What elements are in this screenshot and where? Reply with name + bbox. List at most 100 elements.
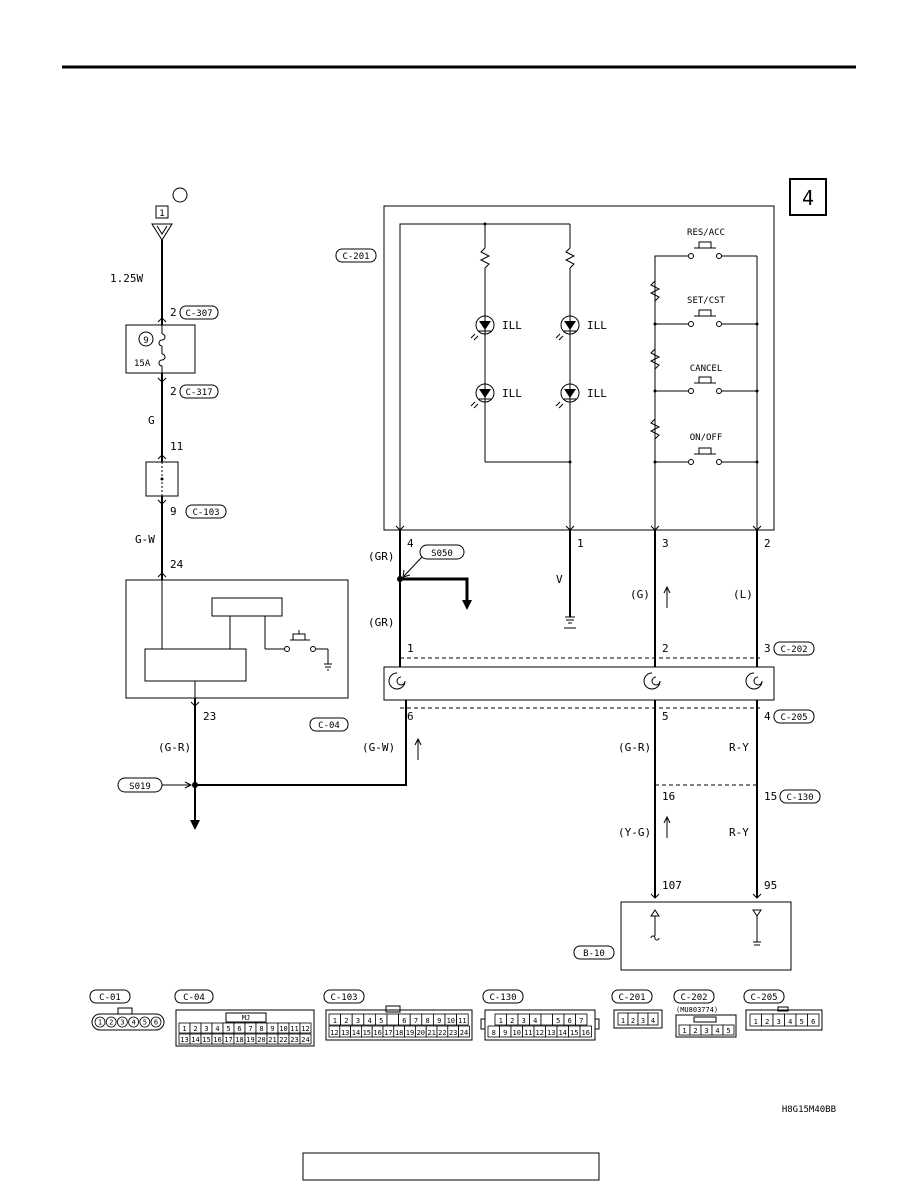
- switch-label-on-off: ON/OFF: [690, 433, 723, 443]
- wire-s050-branch: [400, 577, 469, 600]
- c103-pin: 24: [460, 1029, 468, 1037]
- c103-pin: 3: [356, 1017, 360, 1025]
- c103-pin: 16: [373, 1029, 381, 1037]
- pin-mark: [157, 572, 167, 578]
- c01-pin-cell: [150, 1016, 162, 1028]
- arrow-down-mid: [462, 600, 472, 610]
- fuse-number-circle: [138, 331, 154, 347]
- c130-pin: 16: [582, 1029, 590, 1037]
- ecu-upper-block: [211, 597, 283, 617]
- ecu-lower-block: [144, 648, 247, 682]
- c04-pin: 17: [224, 1036, 232, 1044]
- wire-label-g: G: [148, 414, 155, 427]
- c201-view-tag: [611, 989, 653, 1004]
- c103-pin: 11: [458, 1017, 466, 1025]
- c01-pin-cell: [105, 1016, 117, 1028]
- c04-pin: 11: [290, 1025, 298, 1033]
- direction-arrow-up: [414, 737, 422, 760]
- c103-pin: 9: [437, 1017, 441, 1025]
- fusible-link-number: 1: [159, 209, 164, 219]
- c01-view-tag: [89, 989, 131, 1004]
- c04-pin: 2: [193, 1025, 197, 1033]
- c130-pin: 13: [547, 1029, 555, 1037]
- c205-tag: [773, 709, 815, 724]
- c130-pin: 10: [513, 1029, 521, 1037]
- ecu-switch-contact: [284, 646, 290, 652]
- c205-view-label: C-205: [750, 993, 777, 1003]
- c04-pin: 6: [237, 1025, 241, 1033]
- c103-pin: 10: [447, 1017, 455, 1025]
- c201-label: C-201: [342, 252, 369, 262]
- switch-cancel: [653, 376, 759, 394]
- connector-v-mark: [156, 225, 168, 235]
- c01-pin-cell: [94, 1016, 106, 1028]
- c04-pin: 7: [248, 1025, 252, 1033]
- c307-label: C-307: [185, 309, 212, 319]
- c04-pin: 18: [235, 1036, 243, 1044]
- panel-pin-3: 3: [662, 537, 669, 550]
- c130-tag: [779, 789, 821, 804]
- c205-pin: 5: [800, 1018, 804, 1026]
- c130-pin: 14: [559, 1029, 567, 1037]
- c205-pin-6: 6: [407, 710, 414, 723]
- pin-mark: [157, 377, 167, 383]
- c205-pin-5: 5: [662, 710, 669, 723]
- b10-tag: [573, 945, 615, 960]
- led-icon: [555, 383, 580, 409]
- c01-view-label: C-01: [99, 993, 121, 1003]
- c205-pin: 6: [811, 1018, 815, 1026]
- fuse-box: [125, 324, 196, 374]
- pin-mark: [157, 317, 167, 323]
- ecu-pin-top: 24: [170, 558, 184, 571]
- c130-pin: 8: [492, 1029, 496, 1037]
- c103-pin: 12: [330, 1029, 338, 1037]
- b10-input-icon: [650, 909, 660, 941]
- c130-pin: 1: [499, 1017, 503, 1025]
- c317-tag: [179, 384, 219, 399]
- direction-arrow-up: [663, 815, 671, 838]
- c04-pin: 14: [191, 1036, 199, 1044]
- c130-pin: 7: [579, 1017, 583, 1025]
- c103-pin-cell: [386, 1013, 400, 1026]
- wire-label-r-y-1: R-Y: [729, 741, 749, 754]
- c205-pin: 4: [788, 1018, 792, 1026]
- pin-mark: [157, 499, 167, 505]
- c202-pin: 2: [693, 1027, 697, 1035]
- c04-pin: 22: [279, 1036, 287, 1044]
- wire-label-v: V: [556, 573, 563, 586]
- c202-view-label: C-202: [680, 993, 707, 1003]
- c202-part-number: (MU803774): [676, 1006, 718, 1014]
- c205-pin: 3: [777, 1018, 781, 1026]
- c202-tag: [773, 641, 815, 656]
- s019-label: S019: [129, 782, 151, 792]
- c202-pin-3: 3: [764, 642, 771, 655]
- c04-label: C-04: [318, 721, 340, 731]
- wire-label-g-w: G-W: [135, 533, 155, 546]
- resistor-icon: [564, 247, 576, 269]
- b10-output-icon: [752, 909, 762, 946]
- panel-wire: [654, 255, 688, 530]
- c04-pin: 9: [270, 1025, 274, 1033]
- c04-pin: 4: [215, 1025, 219, 1033]
- c202-pin-2: 2: [662, 642, 669, 655]
- c201-tag: [335, 248, 377, 263]
- c01-pin: 3: [120, 1019, 124, 1027]
- c202-pin: 3: [704, 1027, 708, 1035]
- resistor-icon: [479, 247, 491, 269]
- c202-pin: 1: [682, 1027, 686, 1035]
- ignition-symbol: [172, 187, 188, 203]
- c130-pin: 5: [556, 1017, 560, 1025]
- c01-pin: 1: [98, 1019, 102, 1027]
- c103-pin: 7: [414, 1017, 418, 1025]
- c04-pin: 15: [202, 1036, 210, 1044]
- fuse-rating: 15A: [134, 359, 151, 369]
- ecu-switch-button: [290, 630, 310, 641]
- c04-pin: 3: [204, 1025, 208, 1033]
- c04-pin: 23: [290, 1036, 298, 1044]
- c130-pin: 3: [522, 1017, 526, 1025]
